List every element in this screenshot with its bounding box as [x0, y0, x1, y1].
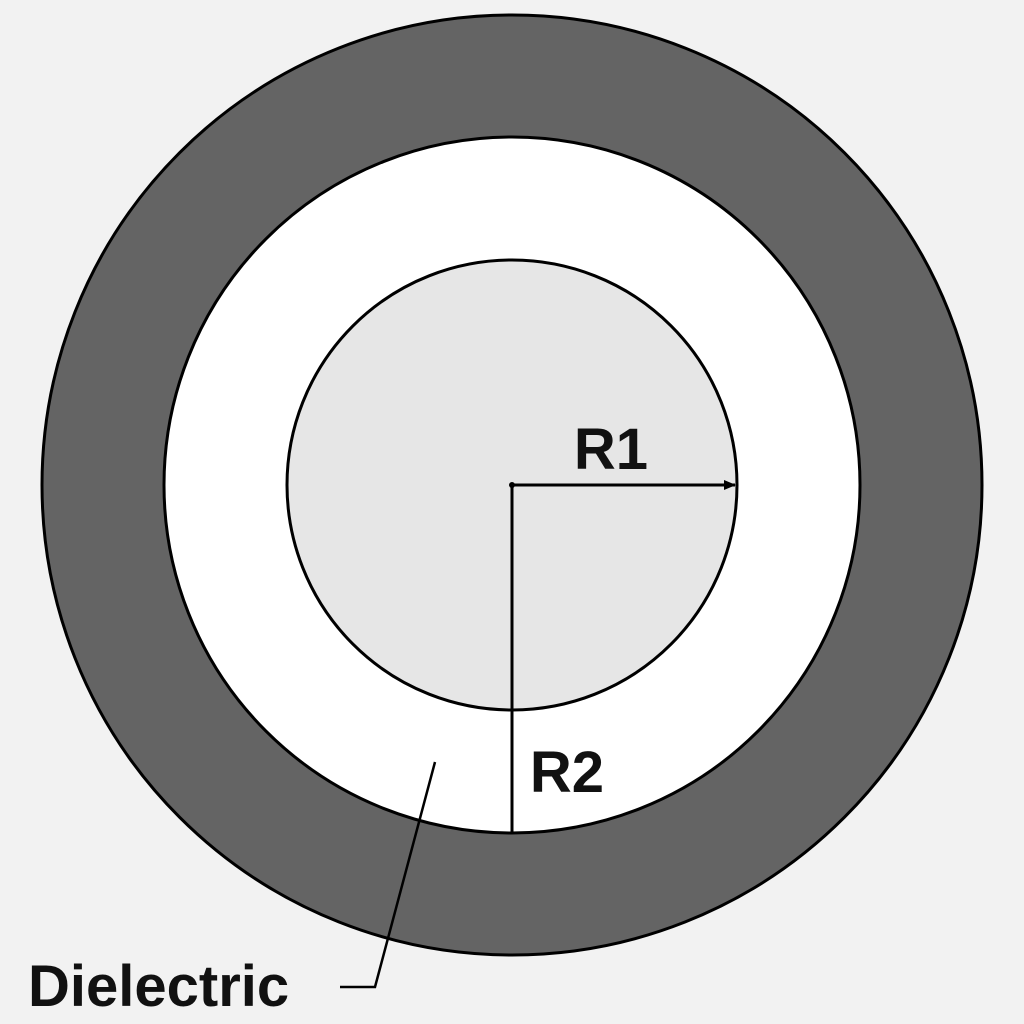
center-point	[509, 482, 515, 488]
dielectric-label: Dielectric	[28, 954, 289, 1019]
r2-label: R2	[530, 740, 604, 805]
r1-label: R1	[574, 417, 648, 482]
dielectric-leader-line	[340, 761, 437, 989]
